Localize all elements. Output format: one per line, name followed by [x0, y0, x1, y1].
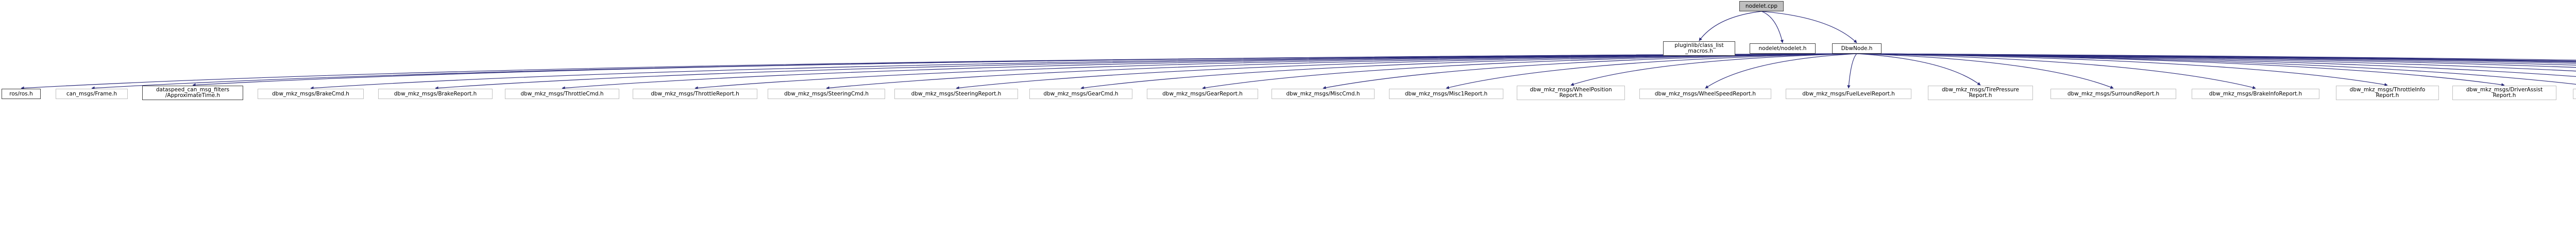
graph-edge	[1856, 53, 2388, 87]
graph-edge	[1856, 53, 2576, 68]
graph-node[interactable]: pluginlib/class_list _macros.h	[1663, 41, 1735, 56]
graph-edge	[1856, 53, 2576, 61]
graph-edge	[1570, 53, 1857, 86]
graph-edge	[1202, 53, 1857, 90]
graph-edge	[1080, 53, 1857, 90]
graph-edge	[1847, 53, 1857, 89]
graph-edge	[310, 53, 1857, 90]
graph-edge	[1856, 53, 2576, 72]
graph-edge	[91, 53, 1857, 90]
graph-node[interactable]: can_msgs/Frame.h	[56, 89, 128, 99]
graph-edge	[192, 53, 1857, 87]
graph-node[interactable]: dbw_mkz_msgs/ThrottleCmd.h	[505, 89, 619, 99]
graph-edge	[1856, 53, 2576, 85]
graph-node[interactable]: dbw_mkz_msgs/TirePressure Report.h	[1928, 86, 2033, 100]
graph-node[interactable]: dbw_mkz_msgs/SteeringReport.h	[894, 89, 1018, 99]
graph-edge	[1856, 53, 2114, 89]
graph-edge	[1856, 53, 2576, 77]
graph-node[interactable]: dbw_mkz_msgs/WheelPosition Report.h	[1517, 86, 1625, 100]
graph-edge	[694, 53, 1857, 90]
graph-node[interactable]: DbwNode.h	[1832, 43, 1882, 54]
graph-node[interactable]: dbw_mkz_msgs/ThrottleInfo Report.h	[2336, 86, 2439, 100]
graph-edge	[826, 53, 1857, 90]
graph-node[interactable]: dbw_mkz_msgs/WheelSpeedReport.h	[1639, 89, 1771, 99]
graph-node[interactable]: dbw_mkz_msgs/ThrottleReport.h	[633, 89, 757, 99]
graph-edge	[956, 53, 1857, 90]
graph-edge	[562, 53, 1857, 90]
graph-edge	[1856, 53, 2576, 62]
graph-node[interactable]: dbw_mkz_msgs/Misc1Report.h	[1389, 89, 1503, 99]
graph-node[interactable]: dbw_mkz_msgs/GearReport.h	[1147, 89, 1258, 99]
graph-node[interactable]: dbw_mkz_msgs/FuelLevelReport.h	[1786, 89, 1911, 99]
graph-edge	[1856, 53, 2576, 60]
graph-node[interactable]: nodelet/nodelet.h	[1750, 43, 1816, 54]
graph-node[interactable]: dbw_mkz_msgs/SteeringCmd.h	[768, 89, 885, 99]
graph-node[interactable]: dbw_mkz_msgs/MiscCmd.h	[1272, 89, 1375, 99]
graph-edge	[1856, 53, 1981, 86]
graph-edge	[1761, 11, 1857, 43]
graph-edge	[435, 53, 1857, 90]
graph-node[interactable]: nodelet.cpp	[1739, 1, 1784, 11]
graph-edge	[1856, 53, 2576, 66]
graph-edge	[1856, 53, 2256, 89]
graph-edge	[21, 53, 1857, 90]
graph-edge	[1856, 53, 2505, 87]
graph-edge	[1446, 53, 1857, 89]
graph-edge	[1856, 53, 2576, 64]
graph-node[interactable]: dbw_mkz_msgs/BrakeInfoReport.h	[2192, 89, 2319, 99]
graph-edge	[1705, 53, 1857, 89]
graph-node[interactable]: dataspeed_can_msg_filters /ApproximateTi…	[142, 86, 243, 100]
graph-node[interactable]: dbw_mkz_msgs/BrakeCmd.h	[258, 89, 364, 99]
graph-node[interactable]: dbw_mkz_msgs/SurroundReport.h	[2050, 89, 2176, 99]
graph-node[interactable]: sensor_msgs/Imu.h	[2573, 89, 2576, 99]
graph-edge	[1856, 53, 2576, 63]
graph-edge	[1323, 53, 1857, 90]
graph-node[interactable]: dbw_mkz_msgs/GearCmd.h	[1029, 89, 1132, 99]
graph-edge	[1699, 11, 1762, 41]
graph-node[interactable]: dbw_mkz_msgs/DriverAssist Report.h	[2452, 86, 2556, 100]
graph-node[interactable]: ros/ros.h	[2, 89, 41, 99]
graph-edge	[1761, 11, 1784, 43]
graph-node[interactable]: dbw_mkz_msgs/BrakeReport.h	[378, 89, 493, 99]
